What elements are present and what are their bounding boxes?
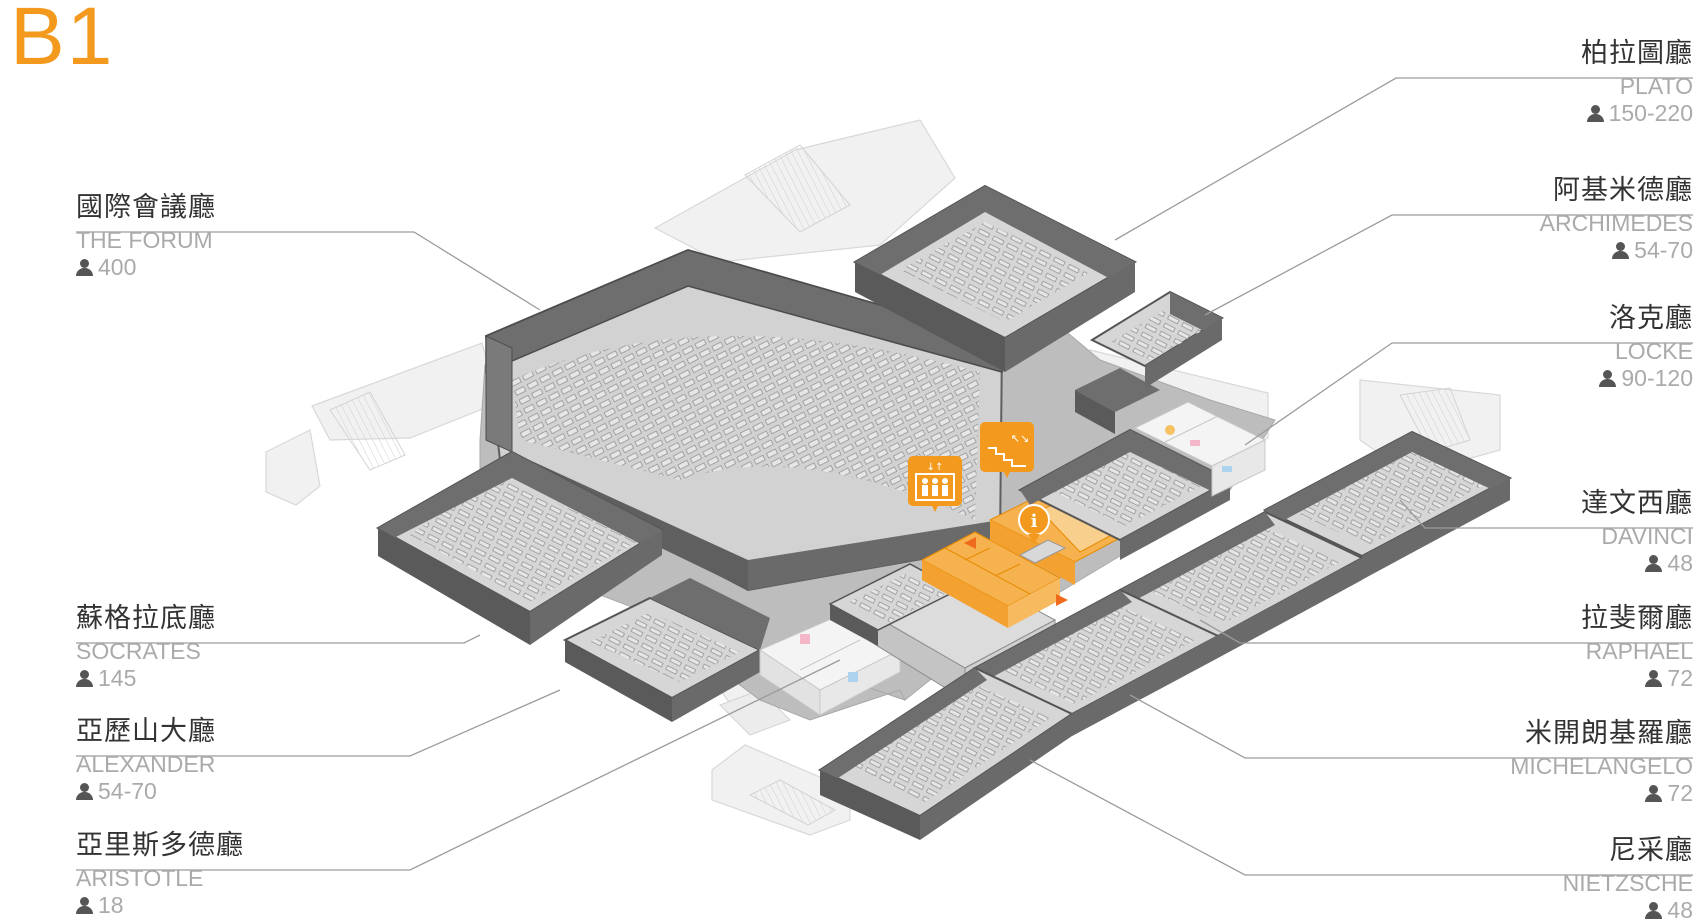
- accessible-icon: [1165, 425, 1175, 435]
- restroom-icon-upper: [1190, 440, 1232, 472]
- room-capacity: 48: [1667, 897, 1693, 923]
- person-icon: [76, 259, 93, 276]
- room-name-en: ALEXANDER: [76, 751, 216, 777]
- leader-lines: [76, 77, 1693, 876]
- person-icon: [76, 670, 93, 687]
- label-socrates: 蘇格拉底廳 SOCRATES 145: [76, 603, 336, 691]
- label-locke: 洛克廳 LOCKE 90-120: [1433, 303, 1693, 391]
- room-name-zh: 柏拉圖廳: [1581, 38, 1693, 69]
- room-capacity: 400: [98, 254, 137, 280]
- room-nietzsche: [817, 478, 1510, 840]
- label-forum: 國際會議廳 THE FORUM 400: [76, 192, 336, 280]
- room-alexander: [562, 578, 770, 722]
- room-capacity: 54-70: [1634, 237, 1693, 263]
- elevator-lobby: [920, 531, 1062, 628]
- room-name-en: THE FORUM: [76, 227, 213, 253]
- room-name-en: LOCKE: [1615, 338, 1693, 364]
- room-name-zh: 亞里斯多德廳: [76, 830, 244, 861]
- label-archimedes: 阿基米德廳 ARCHIMEDES 54-70: [1433, 175, 1693, 263]
- person-icon: [1645, 902, 1663, 919]
- room-name-zh: 阿基米德廳: [1553, 175, 1693, 206]
- room-name-zh: 國際會議廳: [76, 192, 216, 223]
- room-name-en: ARCHIMEDES: [1539, 210, 1693, 236]
- room-name-zh: 尼采廳: [1609, 835, 1693, 866]
- room-name-zh: 米開朗基羅廳: [1525, 718, 1693, 749]
- person-icon: [1645, 555, 1663, 572]
- label-michelangelo: 米開朗基羅廳 MICHELANGELO 72: [1433, 718, 1693, 806]
- room-archimedes: [1075, 290, 1225, 434]
- room-name-en: NIETZSCHE: [1562, 870, 1693, 896]
- room-capacity: 72: [1667, 665, 1693, 691]
- room-name-en: PLATO: [1619, 73, 1693, 99]
- room-capacity: 48: [1667, 550, 1693, 576]
- room-name-zh: 洛克廳: [1609, 303, 1693, 334]
- person-icon: [1612, 242, 1630, 259]
- restroom-block-upper: [1133, 401, 1267, 497]
- svg-text:↓↑: ↓↑: [927, 462, 944, 473]
- room-capacity: 72: [1667, 780, 1693, 806]
- room-name-en: MICHELANGELO: [1510, 753, 1693, 779]
- svg-text:↖↘: ↖↘: [1011, 432, 1029, 445]
- room-socrates: [375, 450, 665, 645]
- restroom-icon: [800, 634, 858, 682]
- person-icon: [76, 897, 93, 914]
- ghost-stairs: [329, 144, 1471, 826]
- person-icon: [1645, 785, 1663, 802]
- person-icon: [76, 783, 93, 800]
- room-name-en: DAVINCI: [1601, 523, 1693, 549]
- room-name-en: SOCRATES: [76, 638, 201, 664]
- label-aristotle: 亞里斯多德廳 ARISTOTLE 18: [76, 830, 336, 918]
- room-name-zh: 蘇格拉底廳: [76, 603, 216, 634]
- elevator-icon: ↓↑: [908, 456, 962, 512]
- svg-text:i: i: [1031, 511, 1038, 532]
- label-davinci: 達文西廳 DAVINCI 48: [1433, 488, 1693, 576]
- info-icon: i: [1018, 504, 1050, 544]
- room-name-zh: 達文西廳: [1581, 488, 1693, 519]
- escalator-icon: ↖↘: [980, 422, 1034, 478]
- room-name-zh: 亞歷山大廳: [76, 716, 216, 747]
- room-capacity: 150-220: [1608, 100, 1693, 126]
- room-capacity: 54-70: [98, 778, 157, 804]
- room-plato: [852, 184, 1138, 372]
- room-name-zh: 拉斐爾廳: [1581, 603, 1693, 634]
- person-icon: [1599, 370, 1617, 387]
- person-icon: [1645, 670, 1663, 687]
- person-icon: [1586, 105, 1604, 122]
- floor-label: B1: [10, 0, 115, 82]
- direction-arrows: [964, 537, 1068, 606]
- label-nietzsche: 尼采廳 NIETZSCHE 48: [1433, 835, 1693, 923]
- room-capacity: 18: [98, 892, 124, 918]
- room-capacity: 145: [98, 665, 137, 691]
- room-name-en: RAPHAEL: [1585, 638, 1693, 664]
- label-alexander: 亞歷山大廳 ALEXANDER 54-70: [76, 716, 336, 804]
- label-raphael: 拉斐爾廳 RAPHAEL 72: [1433, 603, 1693, 691]
- room-name-en: ARISTOTLE: [76, 865, 204, 891]
- label-plato: 柏拉圖廳 PLATO 150-220: [1433, 38, 1693, 126]
- room-capacity: 90-120: [1621, 365, 1693, 391]
